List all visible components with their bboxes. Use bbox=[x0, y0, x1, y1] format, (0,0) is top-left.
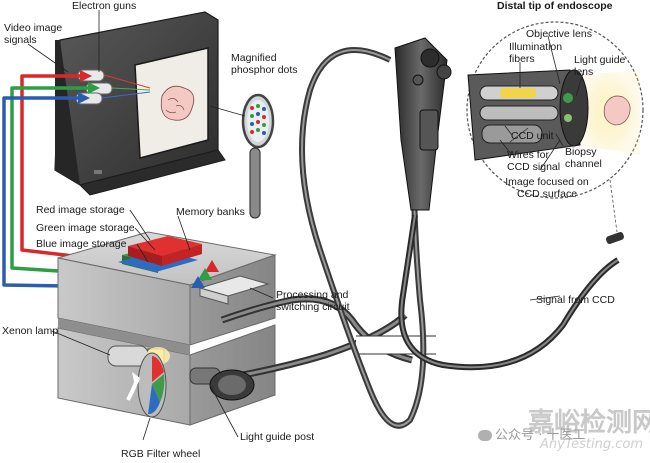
endoscope bbox=[299, 37, 624, 429]
label-line: channel bbox=[565, 158, 602, 170]
label-line: switching circuit bbox=[276, 301, 350, 313]
label-electron-guns: Electron guns bbox=[72, 0, 137, 12]
leader-lines bbox=[27, 10, 585, 441]
label-video-image-signals: Video image signals bbox=[4, 22, 62, 46]
label-distal-tip-title: Distal tip of endoscope bbox=[497, 0, 613, 12]
watermark-account: 公众号 · 十医工 bbox=[478, 424, 585, 443]
label-line: Light guide bbox=[574, 54, 626, 66]
label-line: Video image bbox=[4, 22, 63, 34]
label-line: Biopsy bbox=[565, 146, 597, 158]
label-memory-banks: Memory banks bbox=[176, 206, 245, 218]
label-line: Wires for bbox=[507, 149, 549, 161]
label-red-image-storage: Red image storage bbox=[36, 204, 125, 216]
magnifier bbox=[209, 93, 275, 219]
monitor bbox=[54, 11, 226, 196]
label-illumination-fibers: Illumination fibers bbox=[509, 41, 565, 65]
label-line: Magnified bbox=[231, 52, 277, 64]
label-line: signals bbox=[4, 34, 37, 46]
label-line: phosphor dots bbox=[231, 64, 298, 76]
label-blue-image-storage: Blue image storage bbox=[36, 238, 127, 250]
watermark-account-text: 公众号 · 十医工 bbox=[495, 428, 586, 443]
label-biopsy-channel: Biopsy channel bbox=[565, 146, 602, 170]
label-line: Image focused on bbox=[505, 176, 589, 188]
label-light-guide-lens: Light guide lens bbox=[574, 54, 625, 78]
label-green-image-storage: Green image storage bbox=[36, 222, 135, 234]
label-xenon-lamp: Xenon lamp bbox=[2, 325, 59, 337]
label-rgb-filter-wheel: RGB Filter wheel bbox=[121, 448, 201, 460]
watermark-site-en: AnyTesting.com bbox=[540, 437, 644, 452]
label-light-guide-post: Light guide post bbox=[240, 431, 315, 443]
label-image-focused: Image focused on CCD surface bbox=[500, 176, 594, 200]
label-line: CCD surface bbox=[516, 188, 578, 200]
label-line: lens bbox=[574, 66, 594, 78]
label-line: Processing and bbox=[276, 289, 349, 301]
processor-unit bbox=[57, 231, 277, 426]
label-magnified-phosphor: Magnified phosphor dots bbox=[231, 52, 298, 76]
label-line: CCD signal bbox=[507, 161, 561, 173]
label-signal-from-ccd: Signal from CCD bbox=[536, 294, 615, 306]
label-line: fibers bbox=[509, 53, 535, 65]
label-processing-circuit: Processing and switching circuit bbox=[276, 289, 350, 313]
label-ccd-unit: CCD unit bbox=[511, 130, 554, 142]
label-objective-lens: Objective lens bbox=[526, 28, 592, 40]
watermark-site-cn: 嘉峪检测网 bbox=[528, 408, 650, 438]
wechat-icon bbox=[478, 430, 492, 441]
label-wires-ccd-signal: Wires for CCD signal bbox=[507, 149, 560, 173]
label-line: Illumination bbox=[509, 41, 563, 53]
